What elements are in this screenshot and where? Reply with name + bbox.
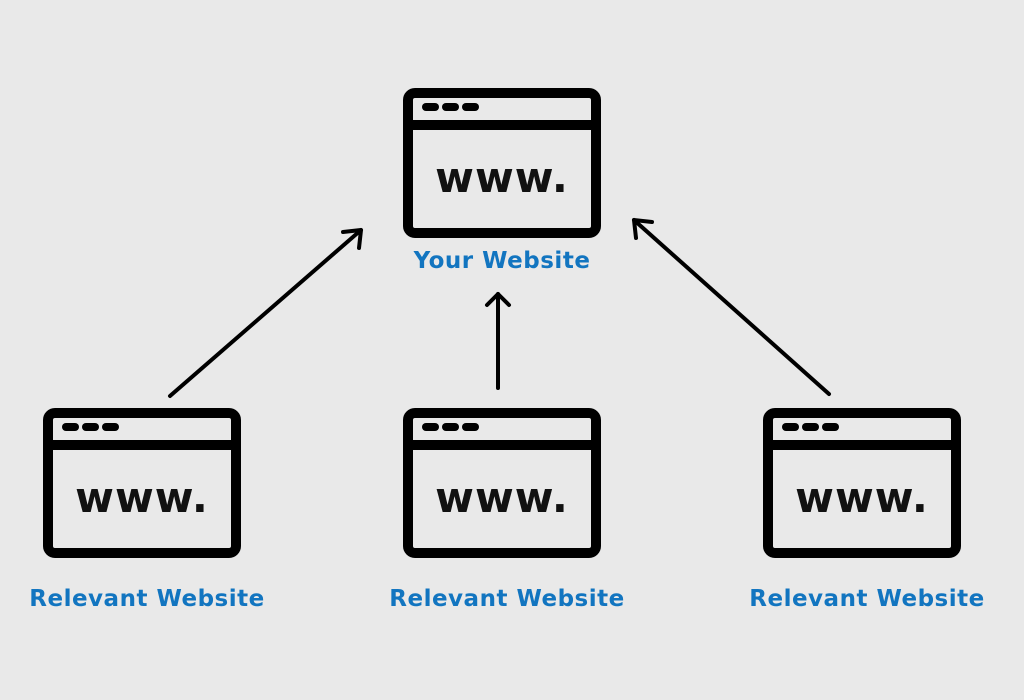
source-url-text: www. xyxy=(795,473,929,522)
target-url-text: www. xyxy=(435,153,569,202)
arrow-center-to-target xyxy=(485,292,511,390)
source-label: Relevant Website xyxy=(389,586,625,612)
arrow-left-to-target xyxy=(168,228,363,398)
arrow-right-to-target xyxy=(632,218,831,396)
source-browser-window-icon: www. xyxy=(763,408,961,558)
source-label: Relevant Website xyxy=(749,586,985,612)
target-browser-window-icon: www. xyxy=(403,88,601,238)
address-bar-divider xyxy=(413,120,591,130)
source-label: Relevant Website xyxy=(29,586,265,612)
window-controls-icon xyxy=(62,423,122,432)
window-controls-icon xyxy=(782,423,842,432)
source-browser-window-icon: www. xyxy=(403,408,601,558)
window-controls-icon xyxy=(422,423,482,432)
source-url-text: www. xyxy=(435,473,569,522)
address-bar-divider xyxy=(53,440,231,450)
window-controls-icon xyxy=(422,103,482,112)
source-url-text: www. xyxy=(75,473,209,522)
source-browser-window-icon: www. xyxy=(43,408,241,558)
target-label: Your Website xyxy=(413,248,591,274)
address-bar-divider xyxy=(413,440,591,450)
address-bar-divider xyxy=(773,440,951,450)
